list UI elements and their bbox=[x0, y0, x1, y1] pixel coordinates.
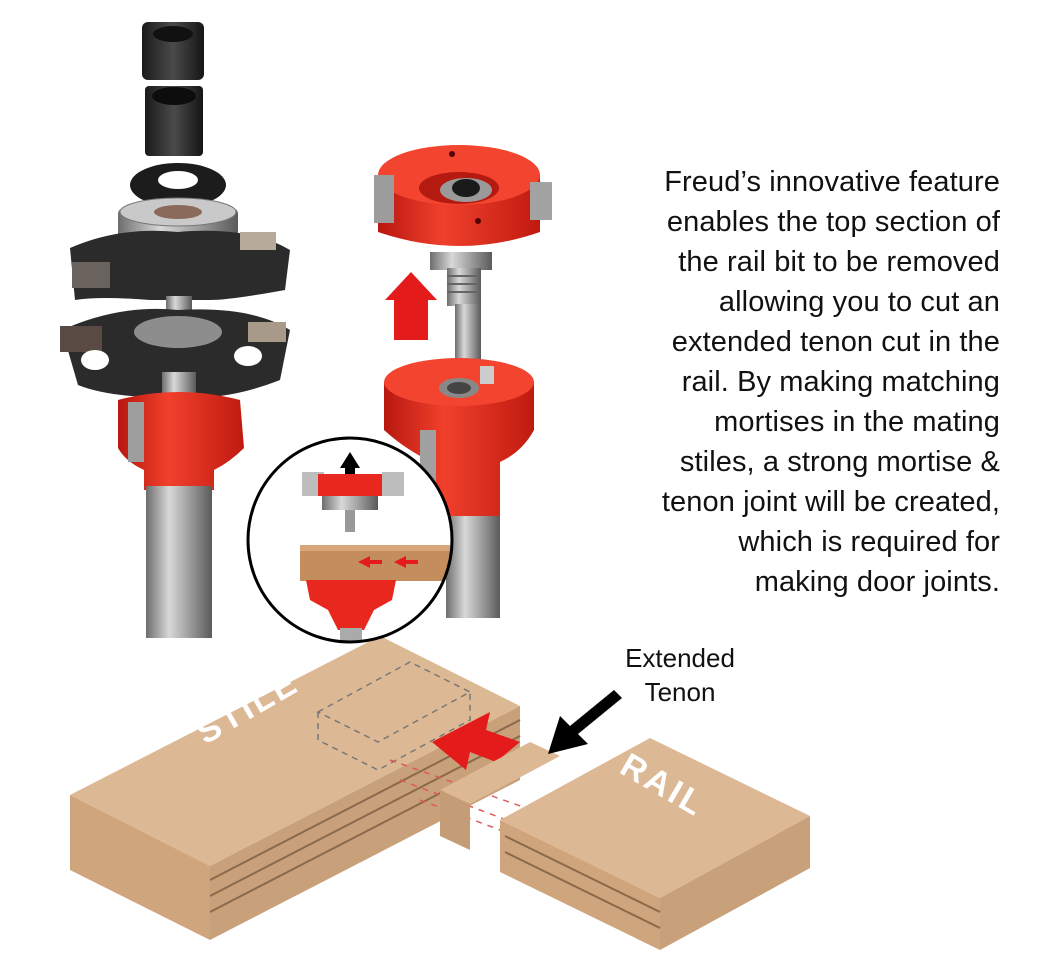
description-line: Freud’s innovative feature bbox=[664, 166, 1000, 198]
description-line: stiles, a strong mortise & bbox=[679, 446, 1000, 478]
feature-description: Freud’s innovative feature enables the t… bbox=[560, 162, 1000, 602]
description-line: enables the top section of bbox=[666, 206, 1000, 238]
stile-router-bit bbox=[60, 22, 290, 638]
stile-board: STILE bbox=[70, 636, 561, 940]
description-line: which is required for bbox=[738, 526, 1000, 558]
description-line: extended tenon cut in the bbox=[671, 326, 1000, 358]
description-line: mortises in the mating bbox=[714, 406, 1000, 438]
description-line: allowing you to cut an bbox=[718, 286, 1000, 318]
callout-line-1: Extended bbox=[625, 643, 735, 673]
description-line: making door joints. bbox=[754, 566, 1000, 598]
rail-router-bit bbox=[374, 145, 552, 618]
description-line: tenon joint will be created, bbox=[661, 486, 1000, 518]
rail-board: RAIL bbox=[440, 738, 810, 950]
description-line: rail. By making matching bbox=[681, 366, 1000, 398]
extended-tenon-callout: Extended Tenon bbox=[600, 641, 760, 709]
lift-arrow bbox=[385, 272, 437, 340]
insert-arrow bbox=[432, 712, 520, 770]
description-line: the rail bit to be removed bbox=[678, 246, 1000, 278]
inset-detail-circle bbox=[246, 436, 454, 644]
callout-arrow bbox=[548, 690, 622, 754]
callout-line-2: Tenon bbox=[644, 677, 716, 707]
